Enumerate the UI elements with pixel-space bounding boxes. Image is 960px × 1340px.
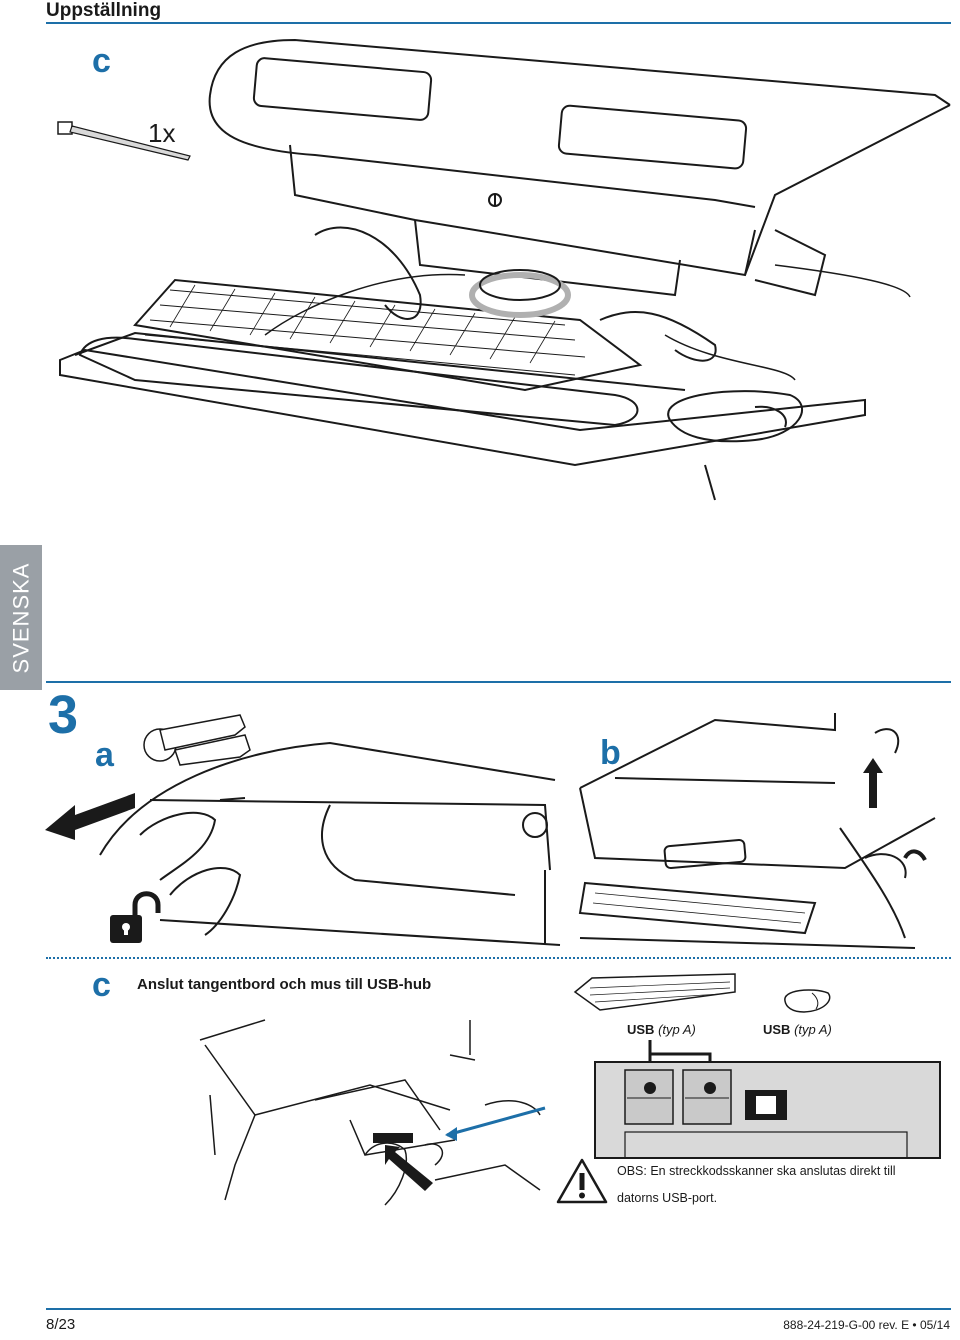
language-tab: SVENSKA <box>0 545 42 690</box>
unlock-tray-illustration <box>45 714 561 946</box>
usb-label-2-name: USB <box>763 1022 791 1037</box>
usb-hub-panel <box>594 1040 941 1159</box>
quantity-label: 1x <box>148 118 176 148</box>
page-title: Uppställning <box>46 0 162 21</box>
section-divider <box>46 957 951 959</box>
usb-label-2: USB (typ A) <box>763 1022 832 1037</box>
page-number: 8/23 <box>46 1316 76 1333</box>
warning-icon <box>556 1158 608 1204</box>
lock-open-icon <box>110 891 161 943</box>
section-c-letter: c <box>92 966 111 1004</box>
usb-b-port-icon <box>745 1090 787 1120</box>
step-number: 3 <box>48 685 79 745</box>
step-letter-c-top: c <box>92 42 111 80</box>
usb-label-1-name: USB <box>627 1022 655 1037</box>
cable-tie-icon <box>57 121 191 161</box>
keyboard-tray-illustration <box>59 38 951 501</box>
panel-a-letter: a <box>95 736 114 774</box>
arrow-icon <box>385 1145 433 1191</box>
usb-label-1: USB (typ A) <box>627 1022 696 1037</box>
usb-label-2-type: (typ A) <box>794 1022 832 1037</box>
usb-connection-illustration <box>199 1019 546 1206</box>
arrow-icon <box>45 793 135 840</box>
usb-label-1-type: (typ A) <box>658 1022 696 1037</box>
mouse-icon <box>784 989 831 1013</box>
section-c-caption: Anslut tangentbord och mus till USB-hub <box>137 976 432 993</box>
header-rule <box>46 22 951 24</box>
section-rule <box>46 681 951 683</box>
arrow-icon <box>863 758 883 808</box>
key-icon <box>143 714 251 766</box>
keyboard-icon <box>573 973 736 1011</box>
tilt-tray-illustration <box>578 713 936 949</box>
panel-b-letter: b <box>600 734 621 772</box>
note-text: OBS: En streckkodsskanner ska anslutas d… <box>617 1164 896 1205</box>
document-id: 888-24-219-G-00 rev. E • 05/14 <box>783 1318 950 1332</box>
footer-rule <box>46 1308 951 1310</box>
language-tab-label: SVENSKA <box>8 562 33 673</box>
